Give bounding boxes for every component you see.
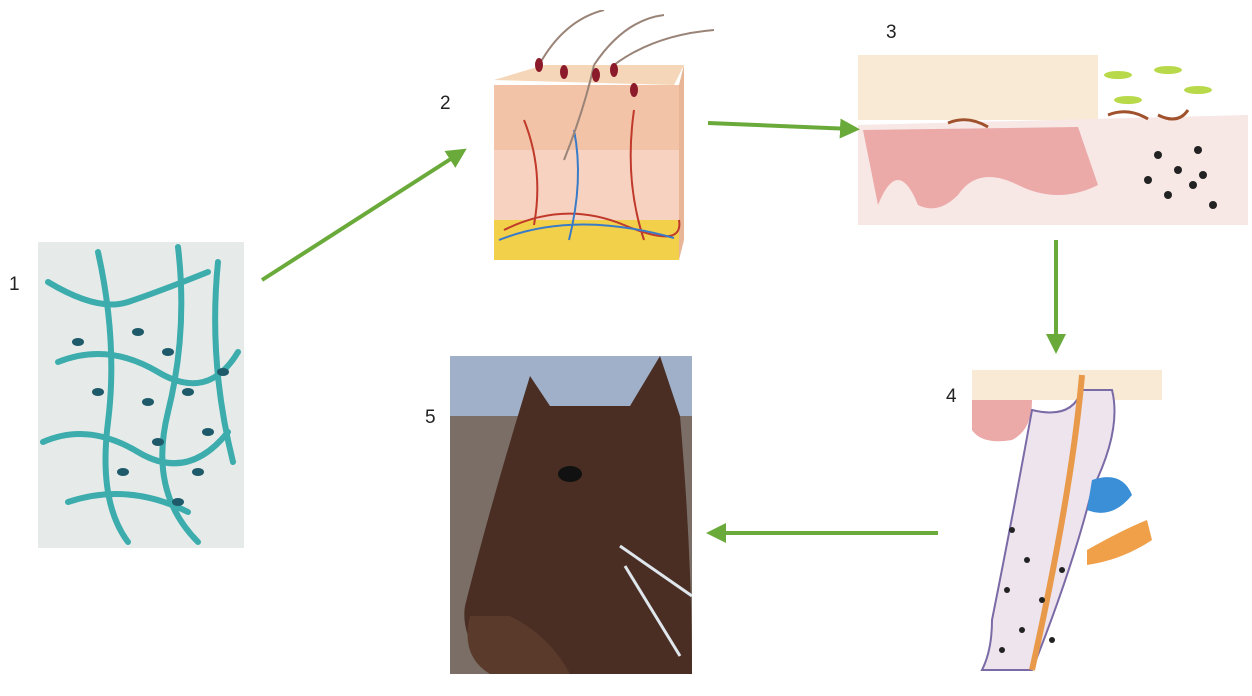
arrow-2-to-3 [708, 123, 852, 129]
arrow-1-to-2 [262, 153, 460, 280]
